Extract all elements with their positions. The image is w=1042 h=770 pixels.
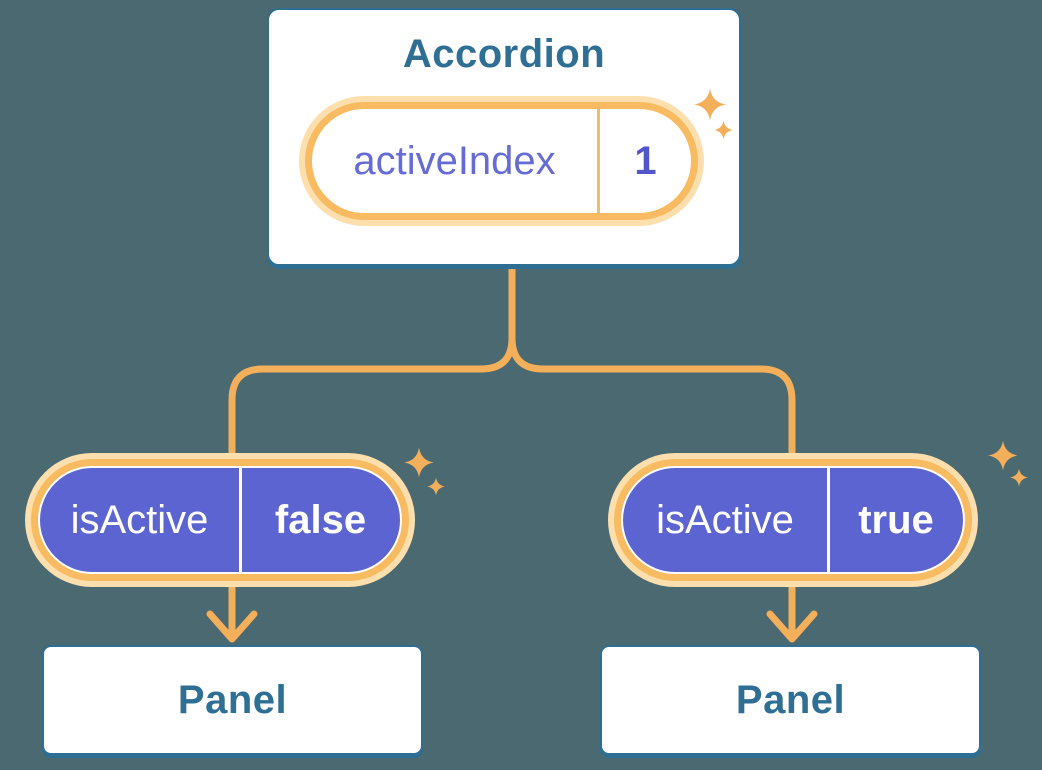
arrowhead-left-icon xyxy=(206,610,258,643)
state-name: activeIndex xyxy=(353,138,556,183)
state-name: isActive xyxy=(70,497,209,542)
state-name: isActive xyxy=(656,497,794,542)
pill-divider xyxy=(239,468,242,572)
sparkle-icon xyxy=(404,447,434,478)
accordion-state-pill: activeIndex 1 xyxy=(299,96,704,226)
right-panel-component-box: Panel xyxy=(600,645,981,755)
pill-orange-ring: isActive false xyxy=(31,459,409,581)
state-value: 1 xyxy=(634,138,657,183)
state-value: false xyxy=(274,497,367,542)
branch-line-right xyxy=(508,266,796,640)
right-child-state-pill: isActive true xyxy=(608,453,978,587)
sparkle-icon xyxy=(988,440,1018,471)
state-capsule: activeIndex 1 xyxy=(305,102,698,220)
state-value: true xyxy=(858,497,934,542)
sparkle-icon xyxy=(714,120,733,140)
pill-orange-ring: isActive true xyxy=(614,459,972,581)
sparkle-icon xyxy=(694,88,726,121)
state-capsule: isActive false xyxy=(38,466,402,574)
sparkle-icon xyxy=(1010,468,1028,487)
arrowhead-right-icon xyxy=(766,610,818,643)
pill-glow-ring: isActive false xyxy=(25,453,415,587)
pill-glow-ring: isActive true xyxy=(608,453,978,587)
pill-divider xyxy=(597,109,600,213)
accordion-title: Accordion xyxy=(402,32,606,76)
pill-glow-ring: activeIndex 1 xyxy=(299,96,704,226)
left-child-state-pill: isActive false xyxy=(25,453,415,587)
sparkle-icon xyxy=(427,477,445,496)
state-capsule: isActive true xyxy=(621,466,965,574)
pill-divider xyxy=(827,468,830,572)
left-panel-component-box: Panel xyxy=(42,645,423,755)
accordion-component-box: Accordion activeIndex 1 xyxy=(267,8,741,266)
